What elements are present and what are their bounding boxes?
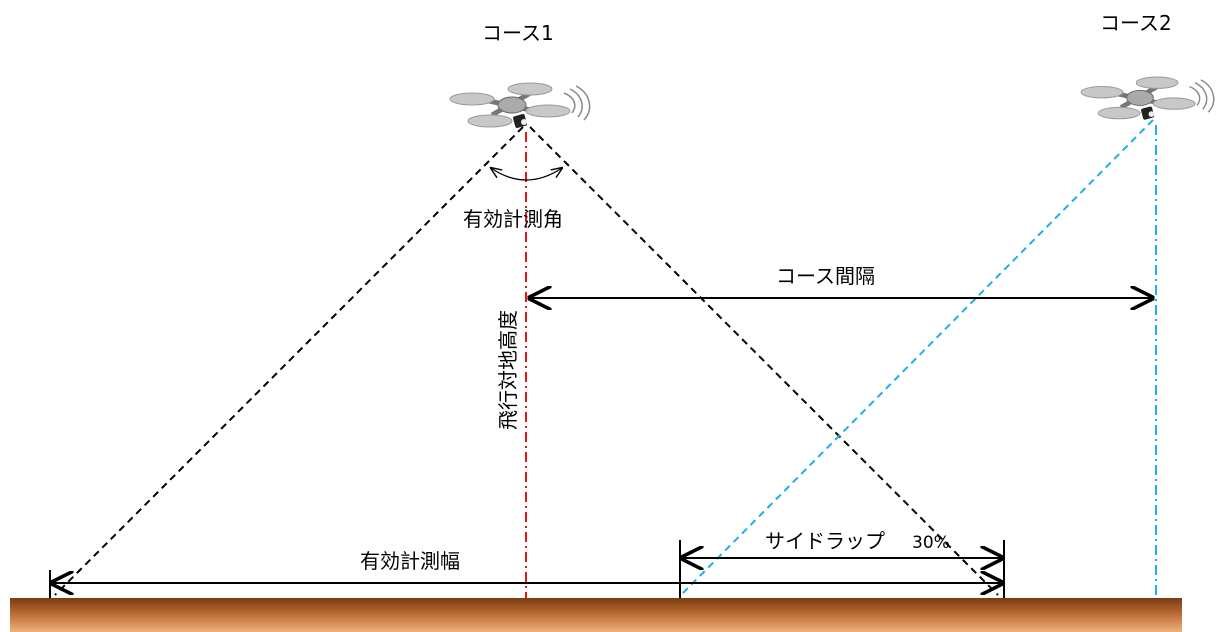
course1-right-scan-line [529,126,999,596]
sidelap-percent-label: 30% [912,533,950,553]
course2-label: コース2 [1100,11,1172,35]
sidelap-label: サイドラップ [765,529,885,553]
flight-altitude-label: 飛行対地高度 [496,310,520,430]
course-interval-label: コース間隔 [776,264,875,288]
drone-course1-icon [450,83,590,128]
effective-angle-label: 有効計測角 [463,207,563,231]
ground [10,598,1182,632]
effective-width-label: 有効計測幅 [360,549,460,573]
course1-left-scan-line [54,126,524,596]
course2-left-scan-line [679,119,1154,597]
course1-label: コース1 [482,21,554,45]
effective-angle-arc [491,168,562,181]
drone-course2-icon [1081,77,1214,120]
